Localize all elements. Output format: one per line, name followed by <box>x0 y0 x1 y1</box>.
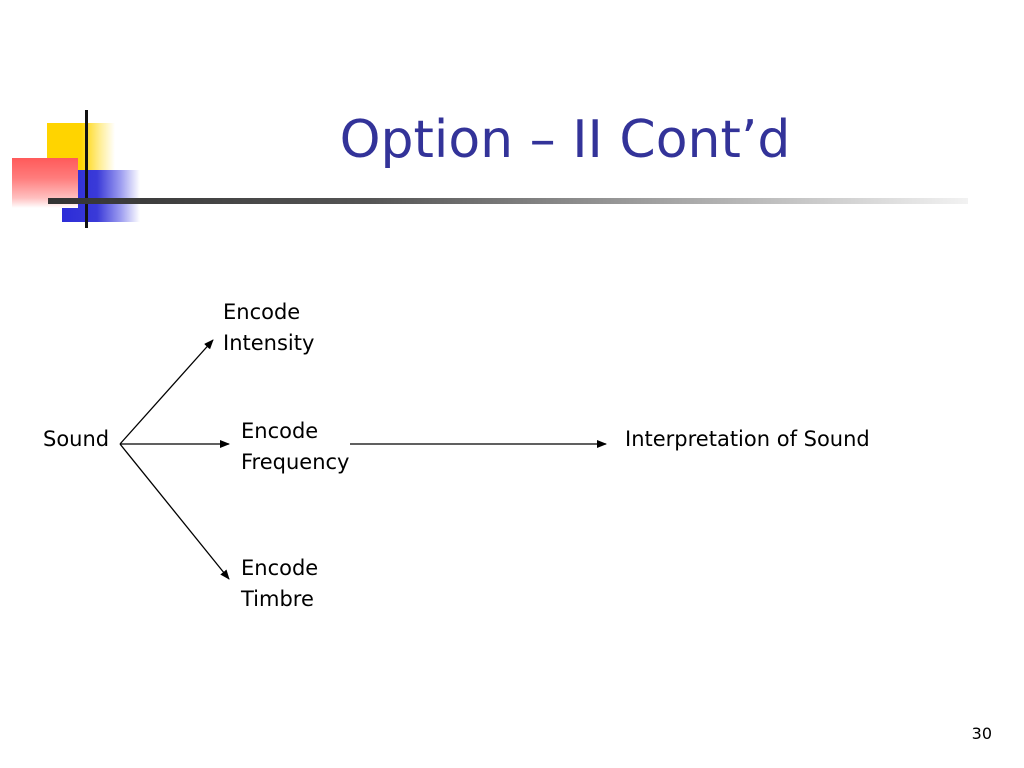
node-encode-frequency-line-1: Encode <box>241 419 319 443</box>
arrow-sound-to-intensity <box>119 339 214 445</box>
node-encode-timbre-line-2: Timbre <box>241 587 314 611</box>
page-number: 30 <box>971 724 992 743</box>
node-encode-frequency: Encode Frequency <box>241 416 350 478</box>
node-encode-timbre-line-1: Encode <box>241 556 319 580</box>
node-interpretation-of-sound: Interpretation of Sound <box>625 424 870 455</box>
node-encode-intensity-line-2: Intensity <box>223 331 315 355</box>
node-encode-intensity: Encode Intensity <box>223 297 314 359</box>
node-sound: Sound <box>43 424 109 455</box>
node-encode-intensity-line-1: Encode <box>223 300 301 324</box>
node-sound-label: Sound <box>43 427 110 451</box>
node-interpretation-label: Interpretation of Sound <box>625 427 870 451</box>
arrow-sound-to-timbre <box>119 443 230 580</box>
slide-title: Option – II Cont’d <box>339 110 791 170</box>
node-encode-timbre: Encode Timbre <box>241 553 318 615</box>
decorative-vertical-line <box>85 110 88 228</box>
node-encode-frequency-line-2: Frequency <box>241 450 350 474</box>
title-underline <box>48 198 968 204</box>
